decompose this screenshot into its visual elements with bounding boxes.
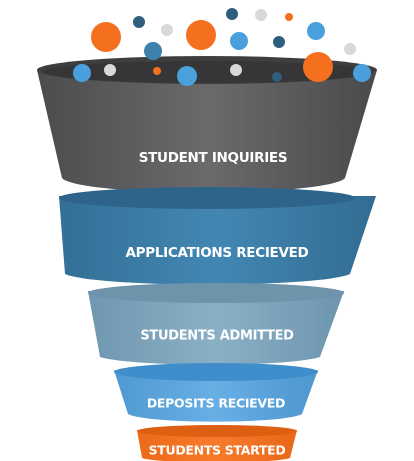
stage-bluegray-body [88, 291, 344, 365]
dot-orange-small [153, 67, 161, 75]
stage-label-student-inquiries: STUDENT INQUIRIES [139, 150, 288, 166]
funnel-stage-applications-received: APPLICATIONS RECIEVED [59, 187, 376, 285]
stage-gray-body [37, 70, 377, 193]
dot-gray [161, 24, 173, 36]
dot-navy [226, 8, 238, 20]
stage-lightblue-top [114, 363, 318, 381]
stage-blue-top [59, 187, 355, 209]
dot-gray [104, 64, 116, 76]
funnel-stage-deposits-received: DEPOSITS RECIEVED [114, 363, 318, 422]
funnel-stage-student-inquiries: STUDENT INQUIRIES [37, 56, 377, 193]
dot-gray [230, 64, 242, 76]
dot-navy [272, 72, 282, 82]
dot-gray [344, 43, 356, 55]
dot-orange-large [303, 52, 333, 82]
funnel-stage-students-started: STUDENTS STARTED [137, 425, 297, 461]
dot-gray [255, 9, 267, 21]
stage-lightblue-body [114, 370, 318, 422]
dot-blue [177, 66, 197, 86]
stage-label-students-admitted: STUDENTS ADMITTED [140, 329, 294, 344]
dot-orange-large [186, 20, 216, 50]
funnel-stage-students-admitted: STUDENTS ADMITTED [88, 283, 344, 365]
dot-blue [230, 32, 248, 50]
stage-orange-body [137, 430, 297, 461]
dot-navy [273, 36, 285, 48]
stage-label-students-started: STUDENTS STARTED [149, 443, 286, 458]
dot-blue [144, 42, 162, 60]
decorative-dots [73, 8, 371, 86]
stage-orange-top [137, 425, 297, 437]
stage-blue-body [59, 196, 376, 285]
dot-blue [307, 22, 325, 40]
dot-orange-large [91, 22, 121, 52]
funnel-top-inner [43, 61, 371, 83]
dot-blue [353, 64, 371, 82]
stage-label-deposits-received: DEPOSITS RECIEVED [147, 396, 285, 411]
dot-orange-small [285, 13, 293, 21]
stage-label-applications-received: APPLICATIONS RECIEVED [126, 245, 309, 261]
dot-navy [133, 16, 145, 28]
dot-blue [73, 64, 91, 82]
stage-bluegray-top [88, 283, 344, 303]
